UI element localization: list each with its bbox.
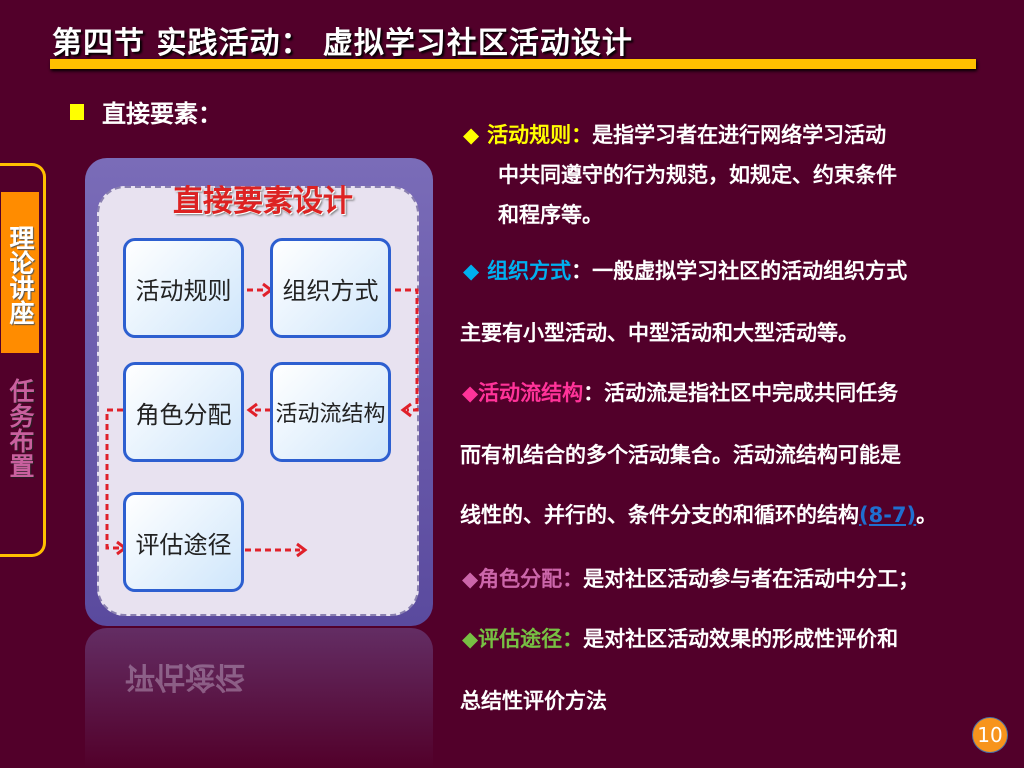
item-label: 评估途径： bbox=[478, 627, 584, 651]
item-text: 是对社区活动效果的形成性评价和 bbox=[583, 627, 899, 651]
title-underline bbox=[50, 59, 976, 69]
diamond-icon: ◆ bbox=[463, 123, 480, 147]
diamond-icon: ◆ bbox=[462, 381, 479, 405]
item-text: ：活动流是指社区中完成共同任务 bbox=[583, 381, 899, 405]
item-label: 角色分配： bbox=[478, 567, 584, 591]
item-evaluation: ◆评估途径：是对社区活动效果的形成性评价和 bbox=[462, 623, 898, 653]
sub-heading: 直接要素： bbox=[70, 94, 222, 129]
page-number: 10 bbox=[972, 717, 1008, 753]
item-activity-flow: ◆活动流结构：活动流是指社区中完成共同任务 bbox=[462, 377, 898, 407]
side-nav-theory-lecture[interactable]: 理论讲座 bbox=[1, 192, 39, 353]
node-organization: 组织方式 bbox=[270, 238, 391, 338]
diamond-icon: ◆ bbox=[462, 567, 479, 591]
node-evaluation: 评估途径 bbox=[123, 492, 244, 592]
item-text-line: 线性的、并行的、条件分支的和循环的结构(8-7)。 bbox=[460, 499, 937, 529]
item-label: 活动流结构 bbox=[478, 381, 584, 405]
arrowhead bbox=[400, 402, 412, 418]
item-text: 是对社区活动参与者在活动中分工； bbox=[583, 567, 920, 591]
item-text: 主要有小型活动、中型活动和大型活动等。 bbox=[460, 321, 859, 345]
item-text: 而有机结合的多个活动集合。活动流结构可能是 bbox=[460, 443, 901, 467]
item-organization: ◆ 组织方式：一般虚拟学习社区的活动组织方式 bbox=[463, 255, 907, 285]
item-text: 中共同遵守的行为规范，如规定、约束条件 bbox=[498, 163, 897, 187]
arrowhead bbox=[296, 542, 308, 558]
arrow-org-to-flow bbox=[395, 288, 419, 412]
reflection-text: 评估途径 bbox=[125, 659, 245, 694]
reference-link[interactable]: (8-7) bbox=[859, 503, 917, 527]
item-text-end: 。 bbox=[916, 503, 938, 527]
item-text: 是指学习者在进行网络学习活动 bbox=[592, 123, 887, 147]
item-activity-rules: ◆ 活动规则：是指学习者在进行网络学习活动 bbox=[463, 119, 886, 149]
side-nav-task-assignment[interactable]: 任务布置 bbox=[6, 378, 35, 478]
arrow-role-to-eval bbox=[105, 408, 123, 550]
node-activity-flow: 活动流结构 bbox=[270, 362, 391, 462]
item-label: 活动规则： bbox=[487, 123, 593, 147]
diamond-icon: ◆ bbox=[462, 627, 479, 651]
diagram-reflection: 评估途径 bbox=[85, 628, 433, 768]
diamond-icon: ◆ bbox=[463, 259, 480, 283]
node-activity-rules: 活动规则 bbox=[123, 238, 244, 338]
sub-heading-text: 直接要素： bbox=[102, 100, 222, 128]
square-bullet-icon bbox=[70, 103, 84, 120]
slide-title: 第四节 实践活动： 虚拟学习社区活动设计 bbox=[52, 26, 633, 61]
side-nav-frame bbox=[0, 163, 46, 557]
item-role-assignment: ◆角色分配：是对社区活动参与者在活动中分工； bbox=[462, 563, 919, 593]
arrowhead bbox=[246, 402, 258, 418]
diagram-arrows bbox=[105, 282, 419, 558]
diagram-title: 直接要素设计 bbox=[173, 184, 353, 219]
item-label: 组织方式 bbox=[487, 259, 572, 283]
item-text: 和程序等。 bbox=[498, 203, 603, 227]
node-role-assignment: 角色分配 bbox=[123, 362, 244, 462]
item-text: 线性的、并行的、条件分支的和循环的结构 bbox=[460, 503, 859, 527]
direct-elements-diagram: 直接要素设计 活动规则 组织方式 活动流结构 角色分配 评估途径 bbox=[85, 158, 433, 626]
item-text: 总结性评价方法 bbox=[460, 689, 607, 713]
item-text: ：一般虚拟学习社区的活动组织方式 bbox=[571, 259, 908, 283]
